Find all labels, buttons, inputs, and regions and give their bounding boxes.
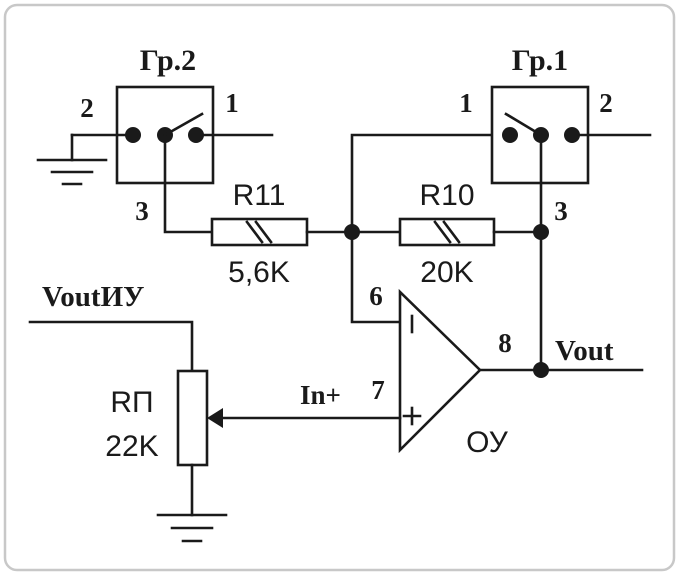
wire-input-vout-iu (28, 320, 194, 373)
potentiometer-wiper-arrow (207, 408, 223, 428)
resistor-r11-body (210, 217, 309, 247)
ground-symbol-bottom (156, 513, 228, 543)
resistor-r11-name: R11 (233, 179, 286, 212)
net-label-vout: Vout (555, 335, 614, 367)
potentiometer-name: RП (110, 386, 153, 419)
opamp-pin-out: 8 (498, 328, 512, 358)
opamp-pin-inv: 6 (369, 281, 383, 311)
opamp (398, 288, 482, 454)
opamp-pin-noninv: 7 (371, 375, 385, 405)
switch-gr1-pin-1: 1 (459, 88, 473, 118)
switch-gr2-label: Гр.2 (140, 44, 196, 77)
potentiometer-value: 22K (105, 430, 158, 463)
resistor-r10-name: R10 (419, 179, 474, 212)
opamp-name: ОУ (466, 426, 509, 459)
wire-gr2-pin3-to-r11 (163, 133, 214, 234)
switch-gr1-pin-3: 3 (554, 196, 568, 226)
switch-gr2-lever (163, 112, 204, 137)
resistor-r10-value: 20K (420, 256, 473, 289)
wire-node-to-gr1-pin1 (350, 133, 512, 234)
switch-gr1-label: Гр.1 (512, 44, 568, 77)
junction-inverting-node (344, 224, 360, 240)
switch-gr1-lever (504, 112, 543, 137)
junction-output (533, 362, 549, 378)
potentiometer-rp (176, 369, 209, 467)
net-label-vout-iu: VoutИУ (42, 281, 144, 313)
resistor-r11-hatch-2 (254, 220, 273, 244)
junction-r10-gr1 (533, 224, 549, 240)
resistor-r11-hatch-1 (245, 220, 264, 244)
opamp-body (398, 288, 482, 454)
switch-gr2-pin-2: 2 (80, 93, 94, 123)
switch-gr1-contact-1 (502, 127, 518, 143)
ground-symbol-top (36, 158, 108, 186)
resistor-r10 (398, 217, 496, 247)
resistor-r10-hatch-1 (433, 220, 452, 244)
resistor-r11 (210, 217, 309, 247)
switch-gr2-pin-1: 1 (225, 88, 239, 118)
net-label-in-plus: In+ (300, 380, 341, 410)
resistor-r10-hatch-2 (442, 220, 461, 244)
potentiometer-body (176, 369, 209, 467)
resistor-r10-body (398, 217, 496, 247)
switch-gr1-pin-2: 2 (599, 88, 613, 118)
resistor-r11-value: 5,6K (228, 256, 290, 289)
switch-gr2-pin-3: 3 (135, 196, 149, 226)
wire-node-to-inv-input (350, 230, 402, 324)
